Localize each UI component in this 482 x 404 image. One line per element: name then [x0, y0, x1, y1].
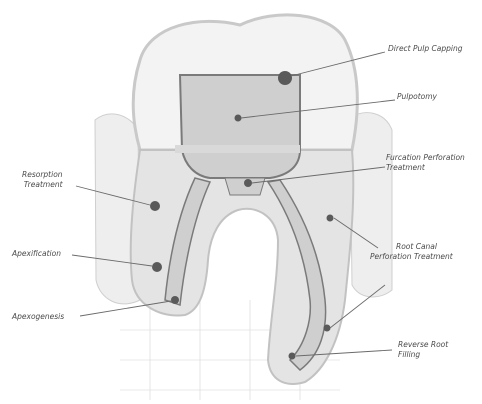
label-furcation-perforation-line1: Furcation Perforation [386, 153, 465, 163]
marker-apexogenesis [171, 296, 179, 304]
marker-root-canal-perforation [327, 215, 334, 222]
label-apexogenesis: Apexogenesis [12, 312, 64, 322]
pulp-chamber [180, 75, 300, 178]
label-root-canal-perforation: Root Canal Perforation Treatment [370, 242, 453, 262]
marker-pulpotomy [235, 115, 242, 122]
label-resorption-treatment: Resorption Treatment [22, 170, 63, 190]
label-root-canal-perforation-line1: Root Canal [370, 242, 453, 252]
label-resorption-treatment-line1: Resorption [22, 170, 63, 180]
label-root-canal-perforation-line2: Perforation Treatment [370, 252, 453, 262]
label-reverse-root-filling-line1: Reverse Root [398, 340, 448, 350]
label-furcation-perforation-line2: Treatment [386, 163, 465, 173]
label-pulpotomy: Pulpotomy [397, 92, 437, 102]
label-direct-pulp-capping: Direct Pulp Capping [388, 44, 462, 54]
label-resorption-treatment-line2: Treatment [22, 180, 63, 190]
cej-band [175, 145, 300, 153]
bone-right [350, 113, 392, 297]
marker-furcation-perforation [244, 179, 252, 187]
label-reverse-root-filling: Reverse Root Filling [398, 340, 448, 360]
marker-resorption [150, 201, 160, 211]
marker-root-tip [289, 353, 296, 360]
label-apexification: Apexification [12, 249, 61, 259]
label-reverse-root-filling-line2: Filling [398, 350, 448, 360]
label-furcation-perforation: Furcation Perforation Treatment [386, 153, 465, 173]
marker-apexification [152, 262, 162, 272]
marker-reverse-root-filling [324, 325, 331, 332]
marker-direct-pulp-capping [278, 71, 292, 85]
